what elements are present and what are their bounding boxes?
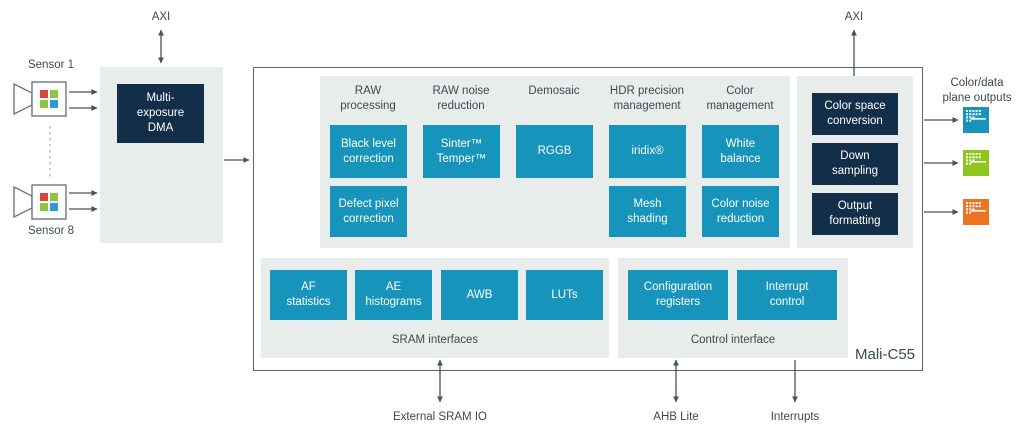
interrupts-label: Interrupts [770,411,820,423]
defect-pixel-correction-block: Defect pixel correction [330,186,407,237]
color-plane-green-icon [963,150,989,176]
chip-name: Mali-C55 [854,346,915,363]
color-data-plane-outputs-label: Color/data plane outputs [942,77,1012,104]
column-header-raw-noise-reduction: RAW noise reduction [432,85,490,112]
luts-block: LUTs [526,270,603,320]
color-noise-reduction-block: Color noise reduction [702,186,779,237]
black-level-correction-block: Black level correction [330,125,407,178]
iridix-block: iridix® [609,125,686,178]
sensor-1-label: Sensor 1 [27,59,75,71]
ae-histograms-block: AE histograms [355,270,432,320]
mesh-shading-block: Mesh shading [609,186,686,237]
output-formatting-block: Output formatting [812,193,898,235]
color-plane-blue-icon [963,107,989,133]
column-header-color-management: Color management [706,85,774,112]
sram-interfaces-label: SRAM interfaces [391,334,479,346]
rggb-block: RGGB [516,125,593,178]
column-header-hdr-precision-management: HDR precision management [609,85,685,112]
axi-right-label: AXI [844,11,864,23]
configuration-registers-block: Configuration registers [628,270,728,320]
sinter-temper-block: Sinter™ Temper™ [423,125,500,178]
af-statistics-block: AF statistics [270,270,347,320]
color-plane-orange-icon [963,199,989,225]
awb-block: AWB [441,270,518,320]
camera-sensor-1-icon [13,80,67,118]
column-header-demosaic: Demosaic [528,85,580,97]
color-space-conversion-block: Color space conversion [812,93,898,135]
white-balance-block: White balance [702,125,779,178]
external-sram-io-label: External SRAM IO [393,411,487,423]
sensor-8-label: Sensor 8 [27,225,75,237]
multi-exposure-dma-block: Multi-exposure DMA [117,84,204,143]
camera-sensor-8-icon [13,183,67,221]
axi-left-label: AXI [151,11,171,23]
down-sampling-block: Down sampling [812,143,898,185]
ahb-lite-label: AHB Lite [653,411,699,423]
interrupt-control-block: Interrupt control [737,270,837,320]
control-interface-label: Control interface [690,334,776,346]
column-header-raw-processing: RAW processing [340,85,396,112]
